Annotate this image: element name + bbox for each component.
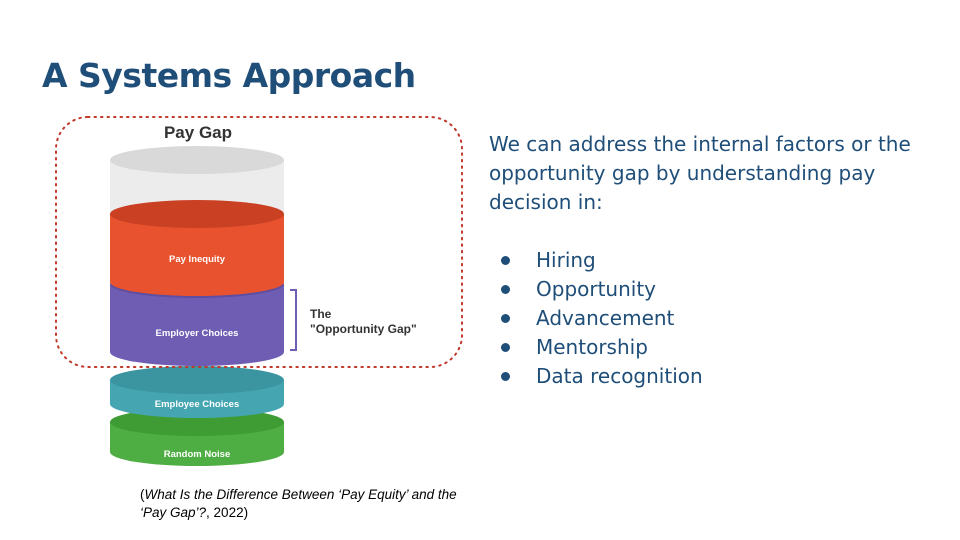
list-item-label: Advancement xyxy=(536,304,674,333)
list-item-label: Hiring xyxy=(536,246,596,275)
bracket-label-line1: The xyxy=(310,307,332,321)
citation-rest: , 2022) xyxy=(206,505,248,520)
list-item: Mentorship xyxy=(498,333,703,362)
figure-title: Pay Gap xyxy=(164,123,232,142)
layer-label-employer-choices: Employer Choices xyxy=(156,328,239,339)
list-item: Opportunity xyxy=(498,275,703,304)
list-item: Hiring xyxy=(498,246,703,275)
bullet-icon xyxy=(501,314,510,323)
bullet-icon xyxy=(501,343,510,352)
citation-title: What Is the Difference Between ‘Pay Equi… xyxy=(140,487,457,520)
slide-title: A Systems Approach xyxy=(42,56,416,95)
bullet-icon xyxy=(501,256,510,265)
list-item: Advancement xyxy=(498,304,703,333)
bracket-label-line2: "Opportunity Gap" xyxy=(310,322,417,336)
list-item-label: Data recognition xyxy=(536,362,703,391)
list-item-label: Opportunity xyxy=(536,275,656,304)
figure-citation: (What Is the Difference Between ‘Pay Equ… xyxy=(140,486,480,522)
pay-gap-figure: Pay Gap Random Noise Employee Choices E xyxy=(52,112,472,477)
layer-label-random-noise: Random Noise xyxy=(164,449,231,460)
list-item: Data recognition xyxy=(498,362,703,391)
description-text: We can address the internal factors or t… xyxy=(489,130,929,217)
pay-gap-diagram: Pay Gap Random Noise Employee Choices E xyxy=(52,112,472,477)
layer-label-pay-inequity: Pay Inequity xyxy=(169,254,226,265)
decision-areas-list: Hiring Opportunity Advancement Mentorshi… xyxy=(498,246,703,391)
list-item-label: Mentorship xyxy=(536,333,648,362)
layer-label-employee-choices: Employee Choices xyxy=(155,399,239,410)
bullet-icon xyxy=(501,372,510,381)
layer-employee-choices: Employee Choices xyxy=(110,366,284,418)
layer-pay-inequity: Pay Inequity xyxy=(110,200,284,296)
opportunity-gap-bracket xyxy=(290,290,296,350)
bullet-icon xyxy=(501,285,510,294)
